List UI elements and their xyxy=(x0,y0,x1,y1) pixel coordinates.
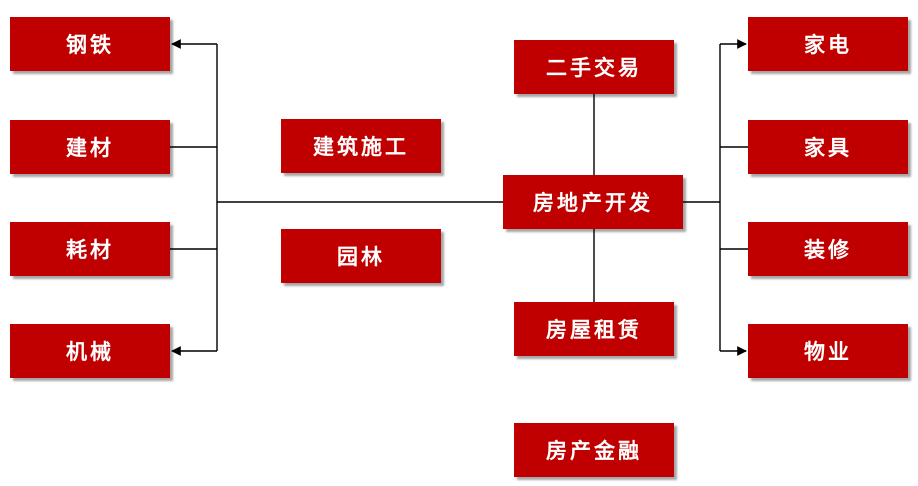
node-building-materials: 建材 xyxy=(10,120,170,174)
node-consumables: 耗材 xyxy=(10,222,170,276)
node-secondhand-trading: 二手交易 xyxy=(514,40,674,94)
node-property-finance: 房产金融 xyxy=(514,423,674,477)
node-property-management: 物业 xyxy=(748,324,908,378)
node-machinery: 机械 xyxy=(10,324,170,378)
node-construction: 建筑施工 xyxy=(281,119,441,173)
node-steel: 钢铁 xyxy=(10,17,170,71)
node-real-estate-development: 房地产开发 xyxy=(503,175,683,229)
node-landscaping: 园林 xyxy=(281,229,441,283)
node-decoration: 装修 xyxy=(748,222,908,276)
node-furniture: 家具 xyxy=(748,120,908,174)
node-appliances: 家电 xyxy=(748,17,908,71)
node-housing-rental: 房屋租赁 xyxy=(514,302,674,356)
